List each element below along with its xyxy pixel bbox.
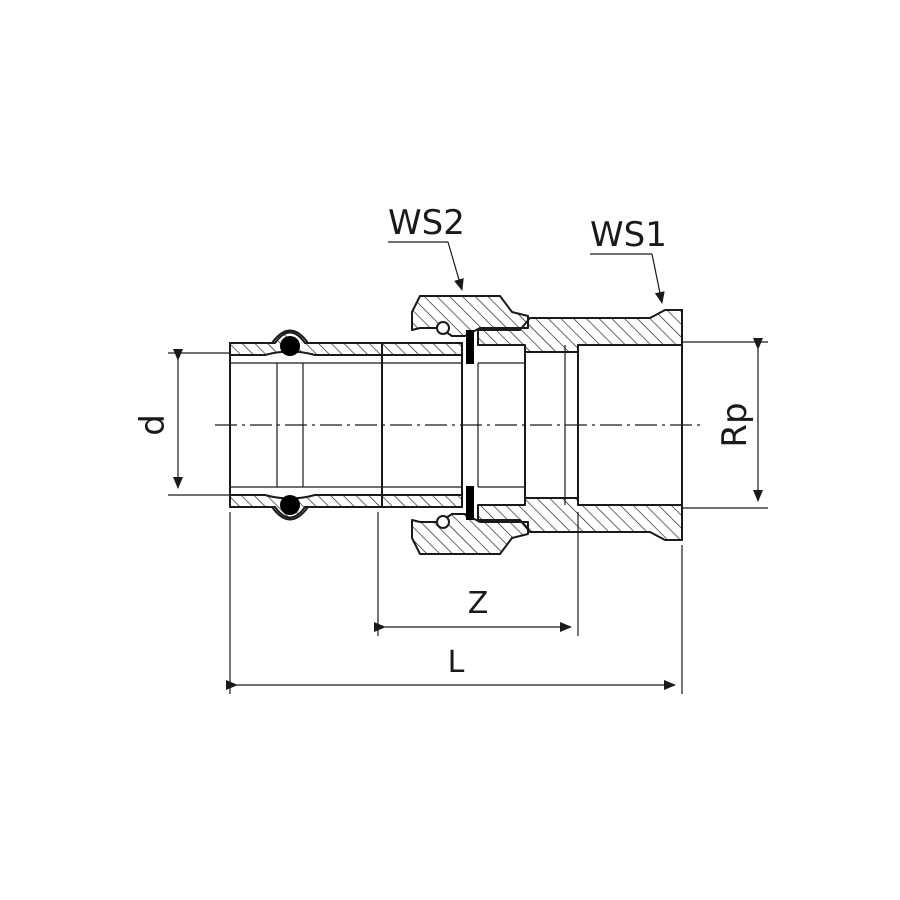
flat-gasket-top	[466, 330, 474, 364]
label-ws1: WS1	[590, 215, 667, 255]
leader-ws1	[590, 253, 665, 304]
dimension-rp	[682, 338, 768, 509]
press-sleeve	[229, 329, 383, 521]
label-d: d	[133, 414, 173, 436]
o-ring-top	[280, 336, 300, 356]
label-z: Z	[468, 586, 489, 621]
dimension-d	[168, 349, 230, 496]
dimension-z	[374, 512, 579, 636]
threaded-body	[477, 309, 683, 541]
flat-gasket-bottom	[466, 486, 474, 520]
nut-seal-top	[436, 321, 450, 335]
dimension-l	[226, 512, 683, 694]
label-rp: Rp	[715, 402, 755, 447]
leader-ws2	[388, 241, 464, 291]
label-ws2: WS2	[388, 203, 465, 243]
o-ring-bottom	[280, 495, 300, 515]
nut-seal-bottom	[436, 515, 450, 529]
label-l: L	[448, 645, 465, 680]
